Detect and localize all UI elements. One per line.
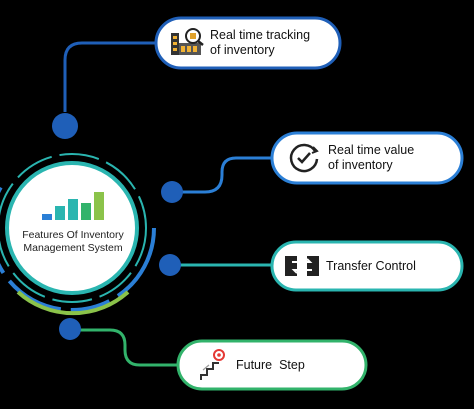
- connector-future: [70, 328, 182, 367]
- connector-tracking: [63, 41, 158, 112]
- inner-ring-dash: [0, 153, 147, 303]
- center-circle: [5, 161, 139, 295]
- feature-value-line2: of inventory: [328, 158, 393, 172]
- bar-chart-icon: [42, 192, 104, 220]
- node-tracking: [52, 113, 78, 139]
- feature-tracking-line1: Real time tracking: [210, 28, 311, 42]
- node-transfer: [159, 254, 181, 276]
- warehouse-search-icon: [168, 26, 206, 60]
- transfer-arrows-icon: [284, 252, 320, 280]
- feature-tracking: Real time tracking of inventory: [160, 22, 336, 64]
- center-title: Features Of Inventory Management System: [18, 229, 128, 255]
- center-title-line1: Features Of Inventory: [22, 229, 124, 241]
- feature-tracking-line2: of inventory: [210, 43, 275, 57]
- feature-transfer: Transfer Control: [276, 246, 458, 286]
- feature-future: Future Step: [182, 345, 362, 385]
- node-future: [59, 318, 81, 340]
- stairs-target-icon: [196, 348, 228, 382]
- connector-value: [172, 156, 275, 194]
- center-title-line2: Management System: [23, 242, 123, 254]
- bottom-ring-arc: [16, 290, 130, 316]
- feature-transfer-line1: Transfer Control: [326, 258, 416, 273]
- feature-value-line1: Real time value: [328, 143, 415, 157]
- outer-ring-arc: [0, 144, 156, 312]
- feature-value: Real time value of inventory: [276, 137, 458, 179]
- feature-future-line1: Future Step: [236, 357, 305, 372]
- clock-check-icon: [286, 141, 322, 175]
- node-value: [161, 181, 183, 203]
